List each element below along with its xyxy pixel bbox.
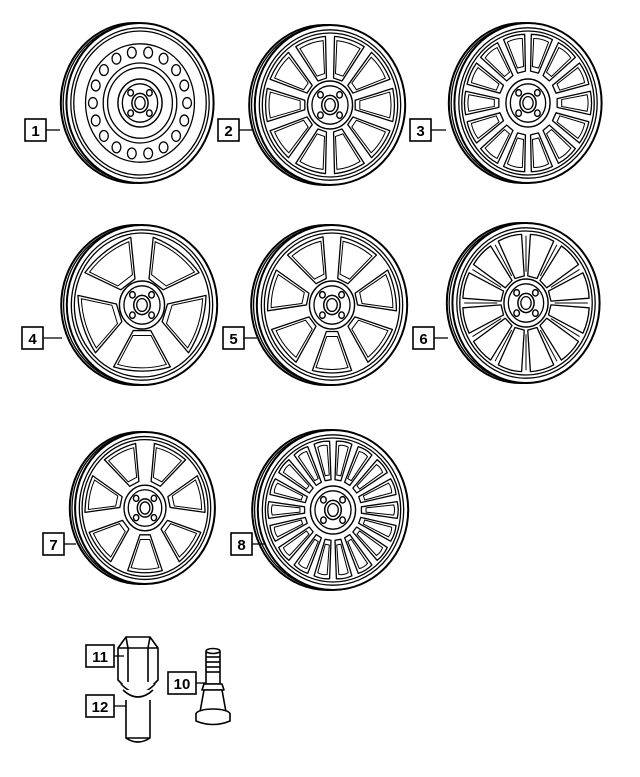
svg-text:11: 11 bbox=[92, 649, 108, 666]
svg-text:12: 12 bbox=[92, 699, 109, 716]
wheel-4 bbox=[60, 224, 219, 386]
wheel-2 bbox=[248, 24, 407, 186]
callout-5: 5 bbox=[222, 326, 257, 350]
callout-10: 10 bbox=[167, 671, 205, 695]
callout-1: 1 bbox=[24, 118, 60, 142]
callout-11: 11 bbox=[85, 644, 124, 668]
wheel-8 bbox=[251, 429, 410, 591]
callout-2: 2 bbox=[217, 118, 252, 142]
lug-bolt-icon bbox=[117, 636, 159, 743]
svg-text:7: 7 bbox=[49, 537, 57, 554]
svg-text:8: 8 bbox=[237, 537, 245, 554]
callout-8: 8 bbox=[230, 532, 264, 556]
svg-text:5: 5 bbox=[229, 331, 237, 348]
svg-text:4: 4 bbox=[28, 331, 37, 348]
callout-7: 7 bbox=[42, 532, 76, 556]
svg-text:2: 2 bbox=[224, 123, 232, 140]
wheel-1-steel bbox=[59, 22, 215, 184]
valve-stem-icon bbox=[195, 647, 231, 726]
svg-text:3: 3 bbox=[416, 123, 424, 140]
callout-4: 4 bbox=[21, 326, 62, 350]
svg-text:6: 6 bbox=[419, 331, 427, 348]
wheel-6 bbox=[445, 222, 601, 384]
callout-3: 3 bbox=[409, 118, 446, 142]
svg-text:10: 10 bbox=[174, 676, 191, 693]
svg-text:1: 1 bbox=[31, 123, 39, 140]
callout-6: 6 bbox=[412, 326, 448, 350]
wheel-3 bbox=[447, 22, 603, 184]
callout-12: 12 bbox=[85, 694, 126, 718]
wheel-7 bbox=[68, 431, 216, 585]
wheel-5 bbox=[250, 224, 409, 386]
